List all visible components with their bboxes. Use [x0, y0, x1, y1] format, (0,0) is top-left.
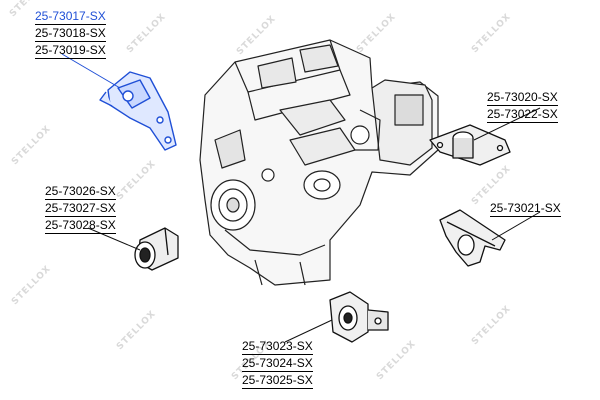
part-number-label[interactable]: 25-73021-SX — [490, 201, 561, 217]
part-number-label[interactable]: 25-73019-SX — [35, 43, 106, 59]
part-number-label[interactable]: 25-73017-SX — [35, 9, 106, 25]
part-number-label[interactable]: 25-73027-SX — [45, 201, 116, 217]
part-number-label[interactable]: 25-73025-SX — [242, 373, 313, 389]
engine-drawing — [199, 39, 439, 286]
engine-mount-upper-left — [99, 71, 177, 151]
part-number-label[interactable]: 25-73023-SX — [242, 339, 313, 355]
engine-mount-middle-right — [439, 209, 506, 267]
part-number-label[interactable]: 25-73024-SX — [242, 356, 313, 372]
part-number-label[interactable]: 25-73018-SX — [35, 26, 106, 42]
engine-mount-upper-right — [429, 124, 511, 166]
engine-mount-bottom-center — [329, 291, 389, 343]
part-number-label[interactable]: 25-73028-SX — [45, 218, 116, 234]
part-number-label[interactable]: 25-73020-SX — [487, 90, 558, 106]
part-number-label[interactable]: 25-73026-SX — [45, 184, 116, 200]
part-number-label[interactable]: 25-73022-SX — [487, 107, 558, 123]
engine-mount-middle-left — [134, 227, 179, 271]
